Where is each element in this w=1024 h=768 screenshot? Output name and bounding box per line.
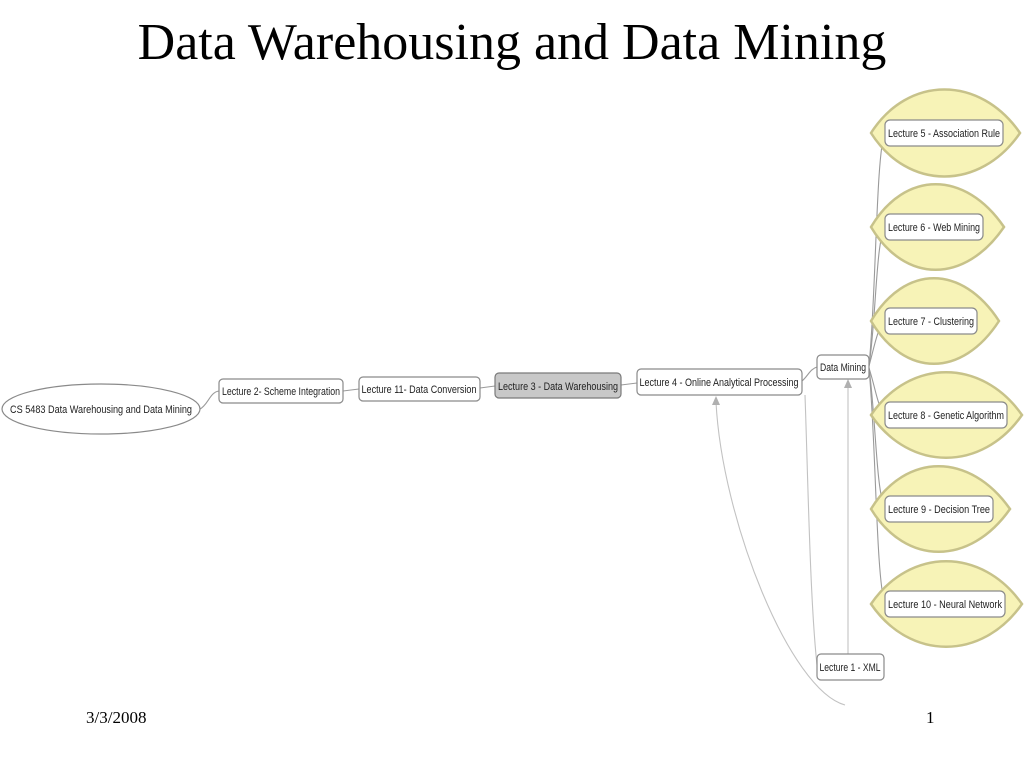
leaf-lecture10[interactable]: Lecture 10 - Neural Network: [869, 560, 1024, 648]
edge-lecture2-to-lecture11: [342, 388, 360, 392]
node-lecture2[interactable]: Lecture 2- Scheme Integration: [218, 378, 344, 404]
leaf-lecture7[interactable]: Lecture 7 - Clustering: [869, 277, 1001, 365]
node-lecture3-label: Lecture 3 - Data Warehousing: [498, 381, 618, 393]
leaf-lecture9[interactable]: Lecture 9 - Decision Tree: [869, 465, 1012, 553]
edge-lecture4-to-lecture1: [804, 394, 818, 666]
leaf-lecture7-label: Lecture 7 - Clustering: [888, 316, 974, 328]
node-lecture1-label: Lecture 1 - XML: [820, 662, 881, 674]
edge-lecture4-to-datamining: [801, 366, 818, 382]
connector-lines: [199, 132, 886, 706]
leaf-lecture9-label: Lecture 9 - Decision Tree: [888, 504, 990, 516]
node-data-mining[interactable]: Data Mining: [816, 354, 870, 380]
node-lecture1[interactable]: Lecture 1 - XML: [816, 653, 885, 681]
root-node[interactable]: CS 5483 Data Warehousing and Data Mining: [1, 383, 201, 435]
edge-root-to-lecture2: [199, 390, 220, 410]
edge-datamining-to-lecture9: [868, 367, 886, 510]
leaf-lecture8[interactable]: Lecture 8 - Genetic Algorithm: [869, 371, 1024, 459]
leaf-lecture10-label: Lecture 10 - Neural Network: [888, 599, 1002, 611]
node-lecture4-label: Lecture 4 - Online Analytical Processing: [640, 377, 799, 389]
edge-lecture11-to-lecture3: [479, 385, 496, 389]
node-lecture4[interactable]: Lecture 4 - Online Analytical Processing: [636, 368, 803, 396]
leaf-lecture8-label: Lecture 8 - Genetic Algorithm: [888, 410, 1004, 422]
leaf-lecture6[interactable]: Lecture 6 - Web Mining: [869, 183, 1006, 271]
arrowhead-lecture4: [712, 396, 720, 405]
leaf-lecture5-label: Lecture 5 - Association Rule: [888, 128, 1000, 140]
node-lecture3[interactable]: Lecture 3 - Data Warehousing: [494, 372, 622, 399]
edge-datamining-to-lecture6: [868, 226, 886, 367]
arrowhead-datamining: [844, 379, 852, 388]
page-number: 1: [926, 708, 935, 727]
edge-lecture1-to-lecture4: [715, 401, 846, 706]
leaf-lecture6-label: Lecture 6 - Web Mining: [888, 222, 980, 234]
edge-lecture3-to-lecture4: [620, 382, 638, 386]
node-lecture2-label: Lecture 2- Scheme Integration: [222, 386, 340, 398]
footer-date: 3/3/2008: [86, 708, 147, 727]
root-node-label: CS 5483 Data Warehousing and Data Mining: [10, 404, 192, 416]
slide-title: Data Warehousing and Data Mining: [137, 14, 887, 71]
node-data-mining-label: Data Mining: [820, 362, 866, 374]
leaf-lecture5[interactable]: Lecture 5 - Association Rule: [869, 88, 1022, 178]
node-lecture11[interactable]: Lecture 11- Data Conversion: [358, 376, 481, 402]
node-lecture11-label: Lecture 11- Data Conversion: [362, 384, 477, 396]
